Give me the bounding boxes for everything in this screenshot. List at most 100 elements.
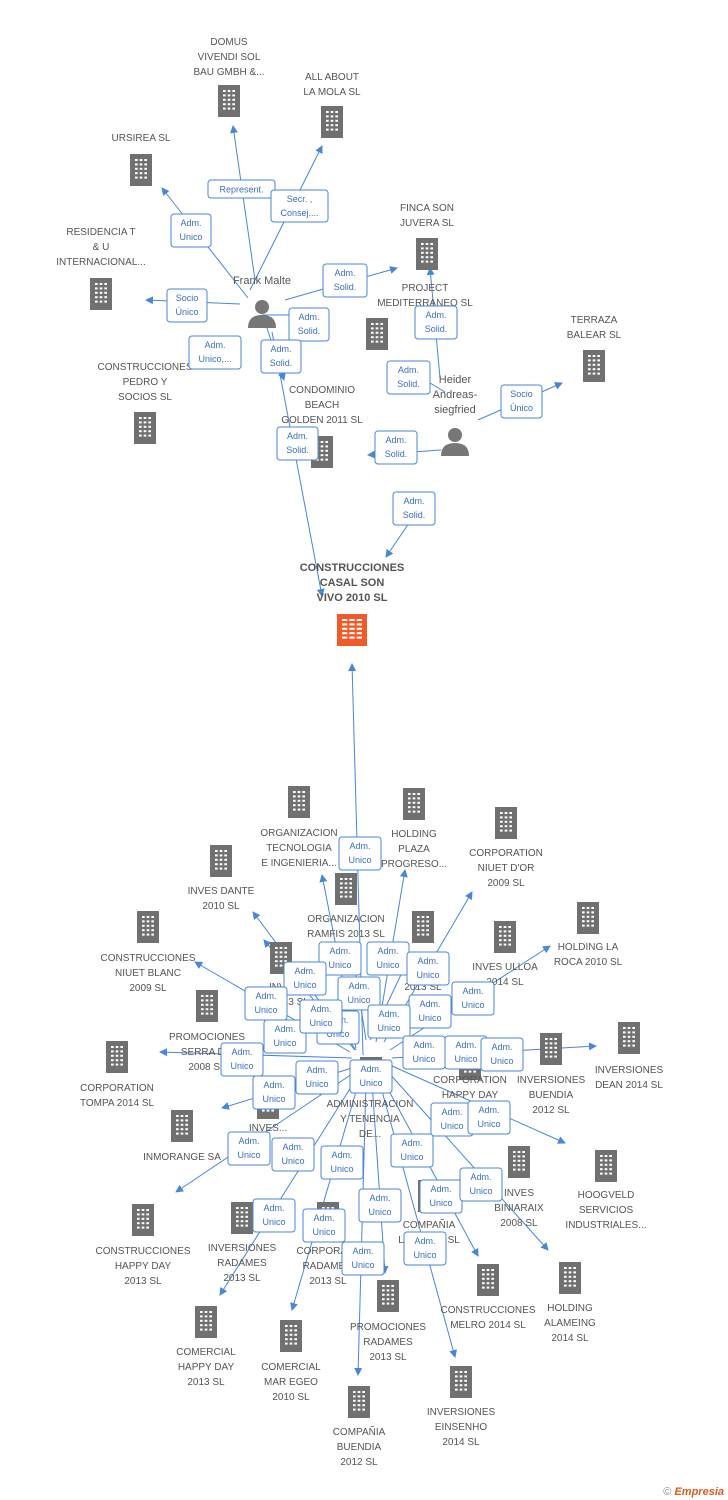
role-badge[interactable]: Adm.Unico	[480, 1037, 524, 1072]
role-badge[interactable]: Adm.Unico	[358, 1188, 402, 1223]
node-label-line: Unico	[348, 855, 371, 865]
role-badge[interactable]: Represent.	[207, 179, 276, 199]
role-badge[interactable]: Adm.Solid.	[392, 491, 436, 526]
role-badge[interactable]: Adm.Solid.	[276, 426, 319, 461]
role-badge[interactable]: Adm.Unico	[402, 1035, 446, 1070]
role-badge[interactable]: Adm.Solid.	[374, 430, 418, 465]
building-window	[568, 1271, 572, 1274]
role-badge[interactable]: Adm.Unico	[252, 1075, 296, 1110]
role-badge[interactable]: Adm.Unico,...	[188, 335, 242, 370]
role-badge[interactable]: Adm.Unico	[220, 1042, 264, 1077]
node-label-line: Unico	[230, 1061, 253, 1071]
role-badge[interactable]: Adm.Solid.	[414, 305, 458, 340]
role-badge[interactable]: Adm.Solid.	[260, 339, 302, 374]
company-node-c-inmorange[interactable]: INMORANGE SA	[143, 1110, 221, 1163]
role-badge[interactable]: Adm.Unico	[408, 994, 452, 1029]
person-node-p-frank[interactable]: Frank Malte	[233, 275, 291, 328]
building-window	[219, 854, 223, 857]
company-node-c-residencia[interactable]: RESIDENCIA T& UINTERNACIONAL...	[56, 227, 146, 310]
role-badge[interactable]: Adm.Unico	[419, 1179, 463, 1214]
role-badge[interactable]: Adm.Unico	[170, 213, 212, 248]
role-badge[interactable]: Adm.Unico	[252, 1198, 296, 1233]
building-window	[455, 1379, 458, 1382]
role-badge[interactable]: Adm.Unico	[444, 1035, 488, 1070]
building-window	[349, 632, 355, 635]
role-badge[interactable]: Adm.Unico	[263, 1019, 307, 1054]
role-badge[interactable]: Adm.Unico	[271, 1137, 315, 1172]
role-badge-box	[270, 189, 329, 223]
company-node-c-holding-plaza[interactable]: HOLDINGPLAZAPROGRESO...	[381, 788, 447, 870]
role-badge[interactable]: Adm.Unico	[367, 1004, 411, 1039]
role-badge[interactable]: Adm.Unico	[390, 1133, 434, 1168]
building-window	[371, 323, 374, 325]
role-badge[interactable]: Adm.Unico	[320, 1145, 364, 1180]
building-window	[293, 795, 296, 798]
node-label-line: SERRA D...	[181, 1047, 233, 1058]
building-window	[144, 159, 147, 161]
role-badge-box	[467, 1100, 511, 1135]
role-badge[interactable]: Adm.Unico	[459, 1167, 503, 1202]
company-node-c-ursirea[interactable]: URSIREA SL	[112, 133, 171, 186]
role-badge[interactable]: Adm.Unico	[295, 1060, 339, 1095]
role-badge[interactable]: Adm.Unico	[337, 976, 381, 1011]
role-badge[interactable]: Adm.Unico	[318, 941, 362, 976]
role-badge[interactable]: Adm.Unico	[430, 1102, 474, 1137]
role-badge[interactable]: Secr. ,Consej....	[270, 189, 329, 223]
company-node-c-inv-mid2[interactable]: 2013 SL	[404, 911, 442, 993]
role-badge[interactable]: Adm.Unico	[349, 1059, 393, 1094]
building-window	[209, 1328, 212, 1331]
role-badge[interactable]: Adm.Unico	[283, 961, 327, 996]
role-badge[interactable]: Adm.Unico	[403, 1231, 447, 1266]
role-badge[interactable]: Adm.Solid.	[386, 360, 431, 395]
role-badge[interactable]: Adm.Unico	[366, 941, 410, 976]
role-badge[interactable]: Adm.Unico	[451, 981, 495, 1016]
role-badge[interactable]: Adm.Unico	[227, 1131, 271, 1166]
empresia-logo[interactable]: Empresia	[674, 1486, 724, 1498]
building-window	[340, 882, 343, 885]
role-badge[interactable]: Adm.Unico	[341, 1241, 385, 1276]
role-badge[interactable]: Adm.Solid.	[322, 263, 368, 298]
company-node-c-hoogveld[interactable]: HOOGVELDSERVICIOSINDUSTRIALES...	[565, 1150, 647, 1231]
building-icon	[618, 1022, 640, 1054]
role-badge[interactable]: Adm.Unico	[338, 836, 382, 871]
role-badge[interactable]: Adm.Unico	[302, 1208, 346, 1243]
role-badge[interactable]: Adm.Unico	[406, 951, 450, 986]
role-badge[interactable]: Adm.Unico	[299, 999, 343, 1034]
building-window	[417, 801, 420, 804]
role-badge[interactable]: Adm.Unico	[467, 1100, 511, 1135]
node-label-line: Adm.	[238, 1136, 259, 1146]
role-badge[interactable]: Adm.Solid.	[288, 307, 330, 342]
role-badge[interactable]: Adm.Unico	[244, 986, 288, 1021]
